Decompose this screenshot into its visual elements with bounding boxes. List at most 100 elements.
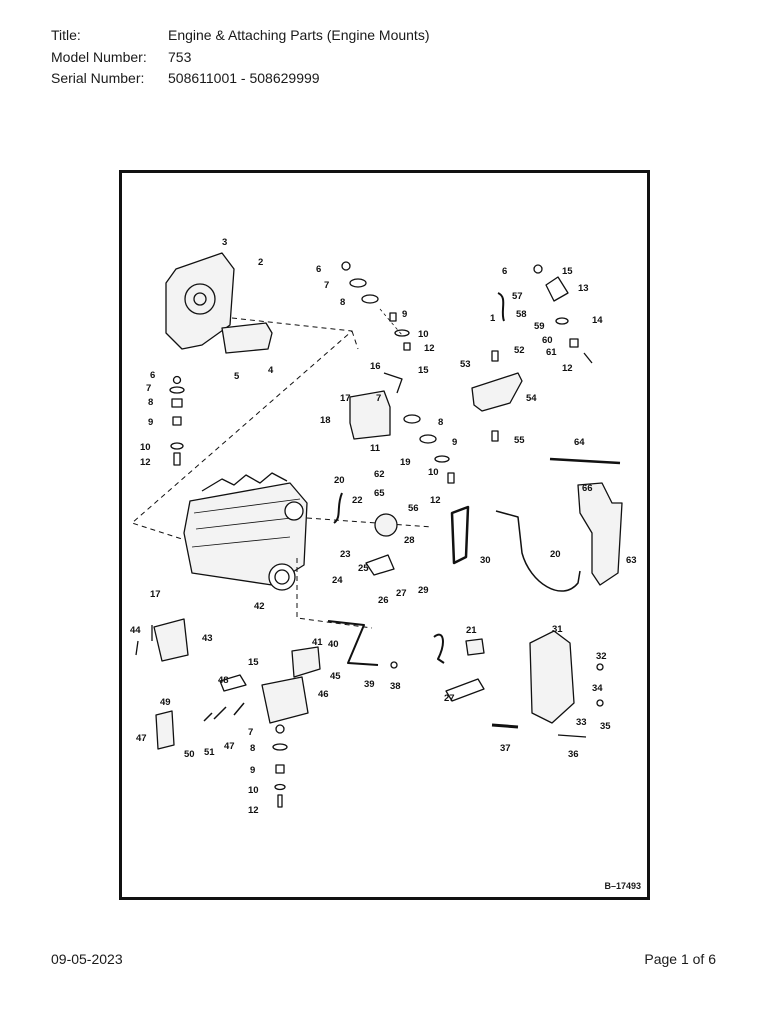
callout: 11: [370, 443, 381, 454]
callout: 22: [352, 495, 363, 506]
callout: 34: [592, 683, 603, 694]
callout: 47: [136, 733, 147, 744]
callout: 13: [578, 283, 589, 294]
callout: 25: [358, 563, 369, 574]
callout: 38: [390, 681, 401, 692]
dashed-outline: [131, 317, 359, 540]
gasket-27: [445, 678, 485, 702]
callout: 10: [140, 442, 151, 453]
callout: 20: [550, 549, 561, 560]
callout: 6: [316, 264, 321, 275]
starter-motor: [221, 322, 273, 354]
callout: 12: [424, 343, 435, 354]
model-label: Model Number:: [51, 48, 147, 65]
callout: 23: [340, 549, 351, 560]
dipstick: [549, 457, 621, 465]
callout: 16: [370, 361, 381, 372]
callout: 8: [148, 397, 153, 408]
callout: 5: [234, 371, 240, 382]
callout: 8: [438, 417, 443, 428]
callout: 27: [396, 588, 407, 599]
middle-mount-chain-2: [403, 414, 455, 484]
title-label: Title:: [51, 27, 81, 43]
callout: 17: [340, 393, 351, 404]
callout-labels: 3 2 4 5 6 7 8 9 10 12 6 7 8 9 10 12 16 1…: [130, 237, 637, 816]
diagram-artwork: 3 2 4 5 6 7 8 9 10 12 6 7 8 9 10 12 16 1…: [130, 237, 637, 816]
callout: 49: [160, 697, 171, 708]
wire-harness: [495, 510, 581, 592]
callout: 10: [428, 467, 439, 478]
callout: 9: [250, 765, 255, 776]
callout: 54: [526, 393, 537, 404]
callout: 58: [516, 309, 527, 320]
callout: 15: [418, 365, 429, 376]
callout: 9: [402, 309, 407, 320]
callout: 64: [574, 437, 585, 448]
exploded-parts-diagram: 3 2 4 5 6 7 8 9 10 12 6 7 8 9 10 12 16 1…: [119, 170, 650, 900]
callout: 17: [150, 589, 161, 600]
callout: 55: [514, 435, 525, 446]
callout: 15: [248, 657, 259, 668]
callout: 15: [562, 266, 573, 277]
callout: 4: [268, 365, 274, 376]
callout: 27: [444, 693, 455, 704]
callout: 10: [248, 785, 259, 796]
callout: 21: [466, 625, 477, 636]
callout: 46: [318, 689, 329, 700]
callout: 7: [248, 727, 253, 738]
callout: 7: [324, 280, 329, 291]
gear-housing: [165, 252, 235, 350]
title-row: Title: Engine & Attaching Parts (Engine …: [51, 25, 429, 47]
callout: 12: [562, 363, 573, 374]
engine-bracket: [349, 390, 391, 440]
callout: 6: [150, 370, 155, 381]
callout: 37: [500, 743, 511, 754]
callout: 66: [582, 483, 593, 494]
callout: 41: [312, 637, 323, 648]
callout: 12: [248, 805, 259, 816]
document-header: Title: Engine & Attaching Parts (Engine …: [51, 25, 429, 90]
callout: 2: [258, 257, 263, 268]
serial-value: 508611001 - 508629999: [168, 70, 320, 86]
callout: 47: [224, 741, 235, 752]
mount-plate: [577, 482, 623, 586]
callout: 29: [418, 585, 429, 596]
callout: 30: [480, 555, 491, 566]
callout: 7: [146, 383, 151, 394]
callout: 48: [218, 675, 229, 686]
callout: 14: [592, 315, 603, 326]
callout: 18: [320, 415, 331, 426]
callout: 10: [418, 329, 429, 340]
callout: 65: [374, 488, 385, 499]
title-value: Engine & Attaching Parts (Engine Mounts): [168, 27, 430, 43]
callout: 59: [534, 321, 545, 332]
lower-mount: [261, 676, 309, 724]
callout: 35: [600, 721, 611, 732]
callout: 12: [430, 495, 441, 506]
callout: 26: [378, 595, 389, 606]
callout: 40: [328, 639, 339, 650]
callout: 33: [576, 717, 587, 728]
callout: 43: [202, 633, 213, 644]
middle-mount-chain: [341, 261, 411, 351]
callout: 12: [140, 457, 151, 468]
footer-date: 09-05-2023: [51, 951, 123, 967]
callout: 28: [404, 535, 415, 546]
bracket-49: [155, 710, 175, 750]
callout: 62: [374, 469, 385, 480]
tie-rod: [327, 620, 379, 666]
lower-mount-chain: [272, 724, 288, 808]
callout: 52: [514, 345, 525, 356]
callout: 32: [596, 651, 607, 662]
callout: 9: [452, 437, 457, 448]
callout: 50: [184, 749, 195, 760]
callout: 9: [148, 417, 153, 428]
right-bracket: [471, 372, 523, 412]
callout: 60: [542, 335, 553, 346]
callout: 24: [332, 575, 343, 586]
lower-left-bracket: [153, 618, 189, 662]
callout: 53: [460, 359, 471, 370]
footer-page-number: Page 1 of 6: [644, 951, 716, 967]
callout: 1: [490, 313, 496, 324]
callout: 20: [334, 475, 345, 486]
